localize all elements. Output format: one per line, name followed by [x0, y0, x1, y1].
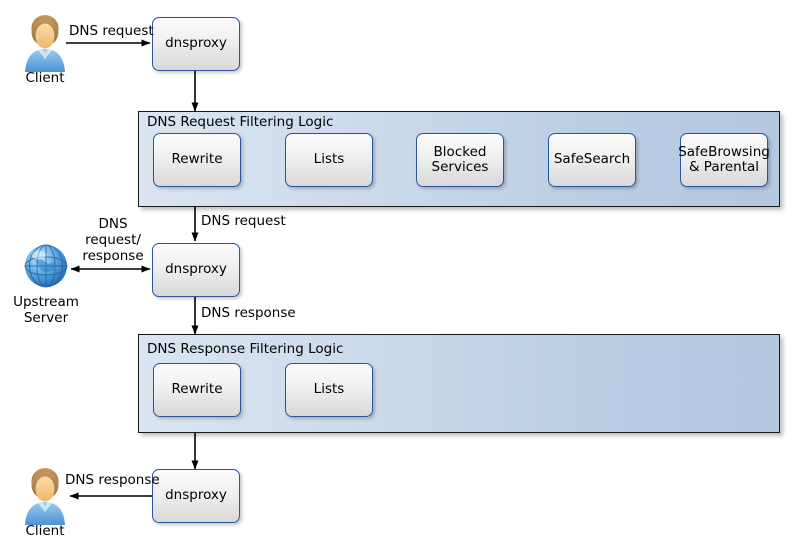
- node-safebrowsing-parental[interactable]: SafeBrowsing & Parental: [678, 133, 770, 187]
- node-label: Lists: [313, 381, 345, 398]
- node-label: dnsproxy: [165, 35, 227, 52]
- node-rewrite-response[interactable]: Rewrite: [153, 363, 241, 417]
- person-hair-top-icon: [31, 15, 59, 33]
- edge-label-client-to-dnsproxy: DNS request: [69, 23, 154, 39]
- edge-label-upstream-exchange: DNS request/ response: [82, 216, 144, 264]
- avatar-caption-client-bottom: Client: [25, 523, 65, 539]
- node-label: SafeSearch: [553, 151, 631, 168]
- avatar: [25, 468, 65, 525]
- node-label: Rewrite: [171, 151, 223, 168]
- avatar: [25, 15, 65, 72]
- person-face-icon: [35, 23, 55, 49]
- avatar-caption-upstream: Upstream Server: [13, 294, 79, 326]
- node-rewrite-request[interactable]: Rewrite: [153, 133, 241, 187]
- node-dnsproxy-bottom[interactable]: dnsproxy: [152, 469, 240, 523]
- edge-label-dnsproxy-to-client: DNS response: [65, 472, 160, 488]
- node-blocked-services[interactable]: Blocked Services: [416, 133, 504, 187]
- container-title-request-filtering: DNS Request Filtering Logic: [147, 114, 334, 130]
- container-response-filtering: [138, 334, 780, 433]
- node-lists-request[interactable]: Lists: [285, 133, 373, 187]
- node-label: Rewrite: [171, 381, 223, 398]
- node-label: dnsproxy: [165, 261, 227, 278]
- node-label: Blocked Services: [431, 143, 489, 175]
- node-label: dnsproxy: [165, 487, 227, 504]
- globe-icon: [24, 244, 68, 288]
- container-title-response-filtering: DNS Response Filtering Logic: [147, 341, 344, 357]
- node-safesearch[interactable]: SafeSearch: [548, 133, 636, 187]
- node-label: Lists: [313, 151, 345, 168]
- avatar-caption-client-top: Client: [25, 70, 65, 86]
- node-dnsproxy-top[interactable]: dnsproxy: [152, 17, 240, 71]
- edge-label-dnsproxy-to-response-filter: DNS response: [201, 305, 296, 321]
- person-collar-icon: [38, 48, 52, 59]
- node-label: SafeBrowsing & Parental: [678, 143, 770, 175]
- edge-label-dnsproxy-to-request-filter: DNS request: [201, 213, 286, 229]
- node-dnsproxy-middle[interactable]: dnsproxy: [152, 243, 240, 297]
- node-lists-response[interactable]: Lists: [285, 363, 373, 417]
- person-shirt-icon: [25, 49, 65, 72]
